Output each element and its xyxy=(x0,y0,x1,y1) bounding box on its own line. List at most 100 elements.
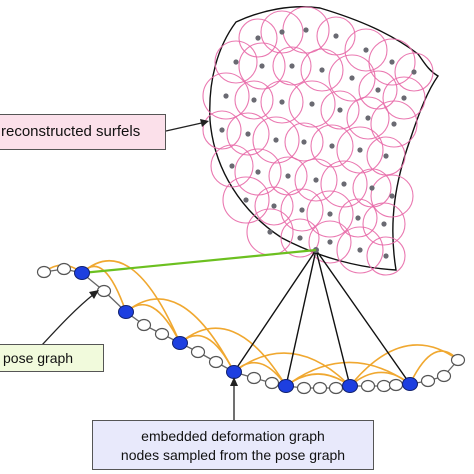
pose-graph-group xyxy=(36,247,466,395)
surfel-center xyxy=(271,203,277,209)
deformation-node xyxy=(74,266,90,280)
surfel-center xyxy=(303,27,309,33)
surfel-circle xyxy=(254,186,294,226)
surfel-circle xyxy=(238,18,278,58)
surfel-circle xyxy=(226,112,270,156)
deformation-node xyxy=(226,365,242,379)
surfel-center xyxy=(279,99,285,105)
surfel-center xyxy=(233,59,239,65)
surfel-center xyxy=(337,107,343,113)
surfel-center xyxy=(229,163,235,169)
surfel-center xyxy=(329,143,335,149)
surfel-center xyxy=(349,75,355,81)
pose-node xyxy=(264,376,280,390)
surfel-center xyxy=(401,95,407,101)
surfel-center xyxy=(299,207,305,213)
surfel-center xyxy=(381,221,387,227)
pose-node xyxy=(190,345,206,359)
surfel-circle xyxy=(358,70,398,110)
surfel-circle xyxy=(288,80,336,128)
pose-node xyxy=(208,355,224,369)
surfel-center xyxy=(267,229,273,235)
deformation-label-line-1: embedded deformation graph xyxy=(141,428,325,444)
surfel-center xyxy=(301,139,307,145)
surfel-to-node-link xyxy=(81,248,317,275)
surfel-center xyxy=(391,121,397,127)
pose-node xyxy=(420,374,436,388)
surfel-circle xyxy=(238,42,286,90)
pose-graph-pointer-arrow xyxy=(41,293,95,346)
surfels-label: reconstructed surfels xyxy=(0,114,166,150)
surfel-circle xyxy=(382,76,426,120)
pose-node xyxy=(296,381,312,395)
surfel-circle xyxy=(328,54,376,102)
surfel-circle xyxy=(202,72,250,120)
deformation-label-line-2: nodes sampled from the pose graph xyxy=(120,447,346,463)
surfel-circle xyxy=(320,160,368,208)
surfel-center xyxy=(255,35,261,41)
surfel-circle xyxy=(294,158,338,202)
surfel-center xyxy=(327,211,333,217)
surfel-center xyxy=(279,29,285,35)
surfel-center xyxy=(389,59,395,65)
surfel-center xyxy=(223,93,229,99)
surfel-center xyxy=(327,239,333,245)
pose-node xyxy=(436,369,452,383)
surfel-circle xyxy=(306,190,354,238)
node-influence-lines xyxy=(233,247,411,387)
pose-node xyxy=(360,379,376,393)
pose-node xyxy=(450,353,466,367)
influence-line xyxy=(285,249,317,387)
influence-line xyxy=(233,249,317,373)
surface-outline xyxy=(209,6,440,271)
surfel-circles xyxy=(202,6,434,276)
surfel-center xyxy=(309,101,315,107)
surfel-circle xyxy=(370,174,414,218)
pose-node xyxy=(312,381,328,395)
deformation-arrowhead xyxy=(230,377,238,386)
surfel-circle xyxy=(284,122,324,162)
reconstructed-surface xyxy=(202,6,440,276)
surfel-center xyxy=(259,63,265,69)
deformation-graph-edge xyxy=(233,352,351,387)
surfel-circle xyxy=(260,10,304,54)
pose-graph-label: pose graph xyxy=(0,344,104,372)
deformation-node xyxy=(278,379,294,393)
surfel-circle xyxy=(336,226,384,274)
surfel-circle xyxy=(346,96,390,140)
deformation-graph-edge xyxy=(179,327,287,387)
surfel-circle xyxy=(366,236,406,276)
surfel-circle xyxy=(210,144,254,188)
influence-line xyxy=(315,249,351,387)
surfel-circle xyxy=(344,28,388,72)
surfel-center xyxy=(383,253,389,259)
surfel-circle xyxy=(308,220,352,264)
surfel-center xyxy=(313,177,319,183)
deformation-node xyxy=(172,336,188,350)
surfel-circle xyxy=(234,80,274,120)
surfels-arrowhead xyxy=(200,119,209,127)
surfel-center xyxy=(243,197,249,203)
pose-node xyxy=(56,262,72,276)
deformation-node xyxy=(118,305,134,319)
surfel-circle xyxy=(338,198,378,238)
surfel-circle xyxy=(320,90,360,130)
surfel-centers xyxy=(219,27,417,259)
surfel-center xyxy=(383,153,389,159)
surfel-circle xyxy=(362,202,406,246)
pose-node xyxy=(96,284,112,298)
surfel-circle xyxy=(222,176,270,224)
deformation-node xyxy=(342,379,358,393)
surfel-center xyxy=(341,181,347,187)
surfel-center xyxy=(273,137,279,143)
pose-node xyxy=(36,265,52,279)
surfels-pointer-arrow xyxy=(165,121,207,132)
deformation-graph-edge xyxy=(125,298,235,373)
surfel-center xyxy=(255,169,261,175)
surfel-center xyxy=(333,33,339,39)
surfel-center xyxy=(357,247,363,253)
pose-node xyxy=(136,318,152,332)
surfel-circle xyxy=(394,52,434,92)
pose-node xyxy=(328,381,344,395)
deformation-graph-edge xyxy=(349,344,459,387)
